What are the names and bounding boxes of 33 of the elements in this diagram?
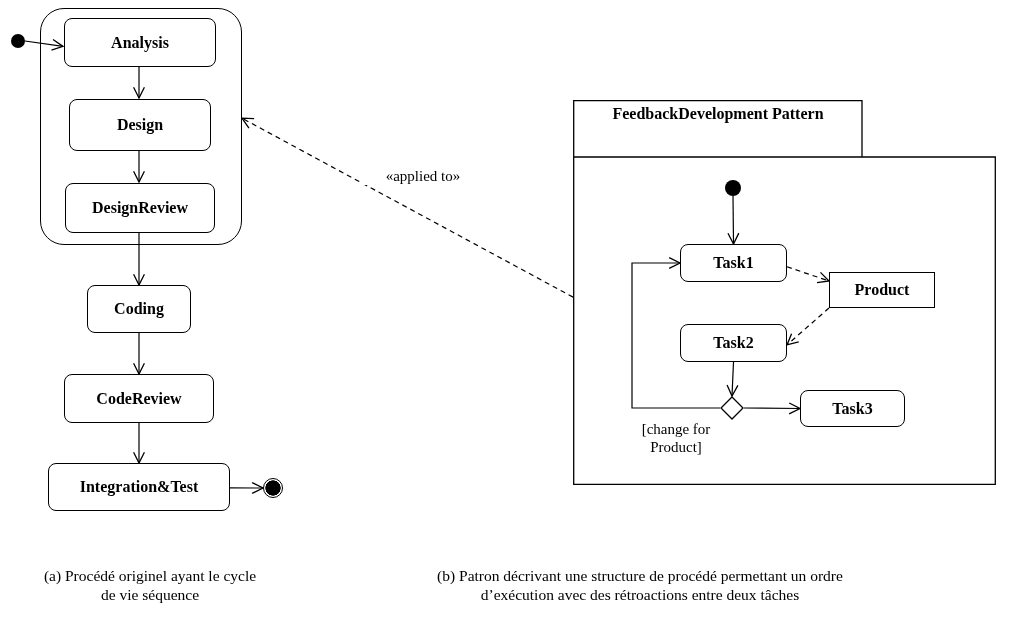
action-box: Integration&Test (48, 463, 230, 511)
action-box: DesignReview (65, 183, 215, 233)
final-node (263, 478, 283, 498)
arrow (743, 402, 801, 415)
decision-diamond (720, 396, 744, 420)
group-frame (40, 8, 242, 245)
arrow (631, 256, 721, 409)
arrow (229, 481, 264, 495)
action-box: Design (69, 99, 211, 151)
arrow (727, 195, 740, 245)
action-box: Task3 (800, 390, 905, 427)
arrow (786, 307, 830, 346)
initial-node (11, 34, 25, 48)
arrow (241, 117, 574, 298)
arrow (786, 266, 830, 284)
caption: (b) Patron décrivant une structure de procédé permettant un ordre d’exécution avec des rétroactions entre deux tâches (436, 566, 844, 605)
arrow (132, 332, 146, 375)
arrow (132, 231, 146, 286)
action-box: Coding (87, 285, 191, 333)
action-box: CodeReview (64, 374, 214, 423)
action-box: Task2 (680, 324, 787, 362)
caption: (a) Procédé originel ayant le cycle de vie séquence (42, 566, 258, 605)
package-name: FeedbackDevelopment Pattern (611, 104, 825, 125)
package (573, 100, 996, 485)
arrow (132, 149, 146, 183)
arrow (132, 422, 146, 464)
action-box: Analysis (64, 18, 216, 67)
object-box: Product (829, 272, 935, 308)
arrow (726, 361, 739, 397)
initial-node (725, 180, 741, 196)
action-box: Task1 (680, 244, 787, 282)
arrow (24, 38, 64, 51)
arrow (132, 65, 146, 99)
